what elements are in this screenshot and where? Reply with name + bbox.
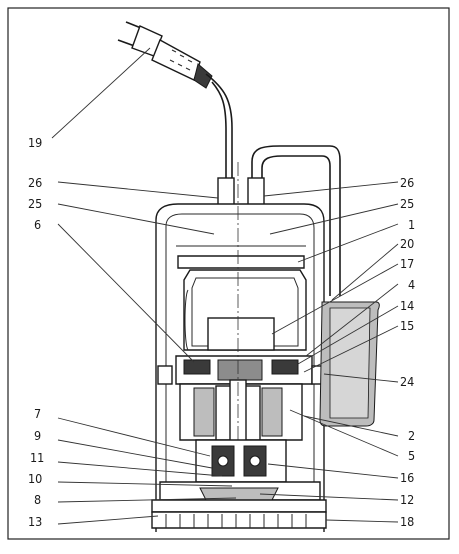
callout-9: 9 xyxy=(34,428,41,443)
callout-10: 10 xyxy=(28,471,42,486)
callout-20: 20 xyxy=(400,236,414,251)
callout-25-left: 25 xyxy=(28,196,42,211)
callout-25-right: 25 xyxy=(400,196,414,211)
float-switch xyxy=(319,301,380,427)
callout-24: 24 xyxy=(400,374,414,389)
callout-26-left: 26 xyxy=(28,175,42,190)
callout-17: 17 xyxy=(400,256,414,271)
callout-6: 6 xyxy=(34,217,41,232)
mains-plug xyxy=(117,21,213,89)
callout-15: 15 xyxy=(400,318,414,333)
shaft-seal-assembly xyxy=(195,439,287,483)
callouts-left: 19 26 25 6 7 9 11 10 8 13 xyxy=(28,135,44,529)
float-switch-cable xyxy=(251,145,341,296)
pump-base-impeller xyxy=(151,481,327,529)
callouts-right: 26 25 1 20 17 4 14 15 24 2 5 16 12 18 xyxy=(400,175,415,529)
power-cable xyxy=(205,73,233,178)
callout-14: 14 xyxy=(400,298,414,313)
callout-5: 5 xyxy=(408,448,415,463)
callout-13: 13 xyxy=(28,514,42,529)
callout-4: 4 xyxy=(408,277,415,292)
callout-19: 19 xyxy=(28,135,42,150)
motor-cover xyxy=(183,269,307,351)
callout-18: 18 xyxy=(400,514,414,529)
callout-1: 1 xyxy=(408,217,415,232)
callout-2: 2 xyxy=(408,428,415,443)
callout-7: 7 xyxy=(34,406,41,421)
motor-seal-plate xyxy=(157,355,325,385)
figure-border xyxy=(7,7,450,540)
callout-26-right: 26 xyxy=(400,175,414,190)
callout-8: 8 xyxy=(34,492,41,507)
leader-lines xyxy=(51,47,399,525)
callout-12: 12 xyxy=(400,492,414,507)
callout-11: 11 xyxy=(30,450,44,465)
callout-16: 16 xyxy=(400,470,414,485)
